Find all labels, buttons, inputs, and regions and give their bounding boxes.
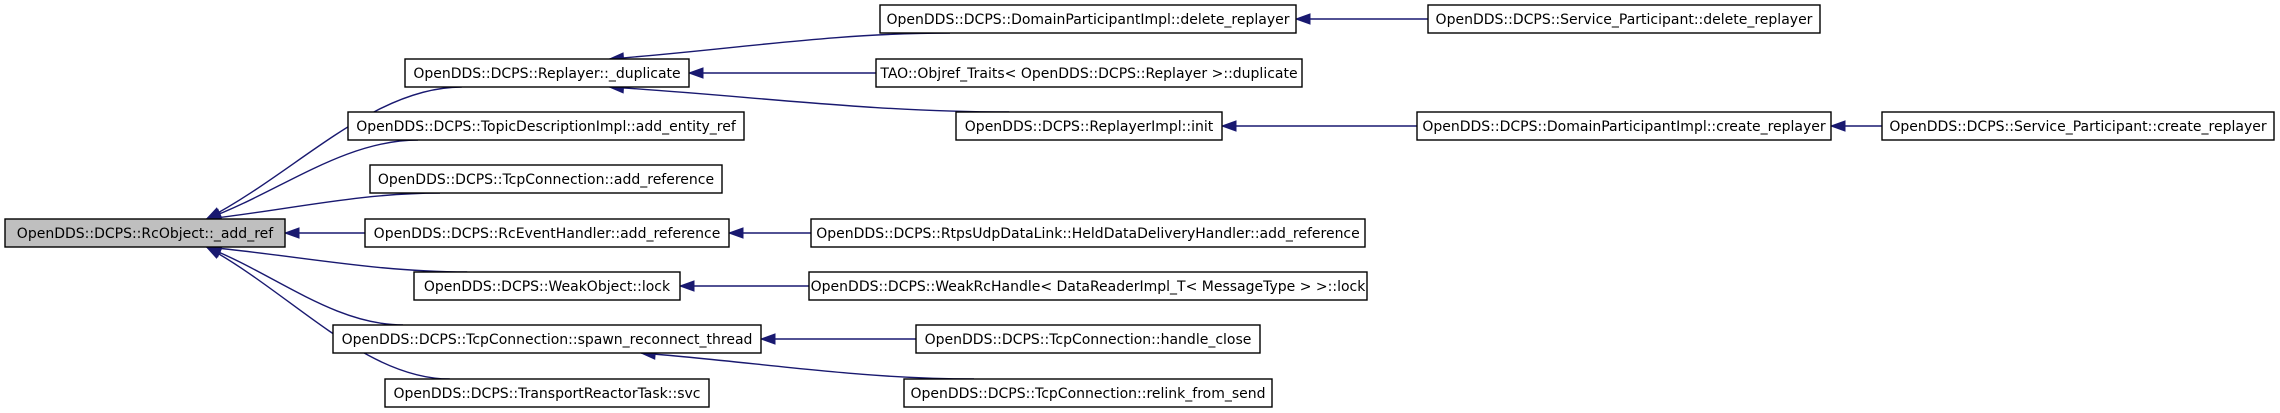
edge-n5-to-n0 — [206, 246, 468, 273]
node-label: OpenDDS::DCPS::WeakRcHandle< DataReaderI… — [811, 279, 1367, 295]
arrowhead-n17-to-n16 — [1829, 120, 1846, 132]
node-tcpconnection-spawn-reconnect-thread[interactable]: OpenDDS::DCPS::TcpConnection::spawn_reco… — [332, 324, 762, 354]
edge-n3-to-n0 — [206, 192, 441, 220]
node-label: OpenDDS::DCPS::RtpsUdpDataLink::HeldData… — [816, 226, 1360, 242]
node-label: OpenDDS::DCPS::RcEventHandler::add_refer… — [374, 226, 721, 242]
node-label: OpenDDS::DCPS::TransportReactorTask::svc — [393, 386, 700, 402]
node-label: OpenDDS::DCPS::TcpConnection::handle_clo… — [925, 332, 1252, 348]
edge-n6-to-n0 — [206, 246, 404, 326]
node-label: OpenDDS::DCPS::Service_Participant::crea… — [1889, 119, 2266, 135]
arrowhead-n9-to-n1 — [687, 67, 704, 79]
node-label: OpenDDS::DCPS::DomainParticipantImpl::de… — [886, 12, 1289, 28]
node-label: OpenDDS::DCPS::Service_Participant::dele… — [1436, 12, 1813, 28]
node-label: OpenDDS::DCPS::TcpConnection::add_refere… — [378, 172, 714, 188]
arrowhead-n13-to-n6 — [759, 333, 776, 345]
node-replayerimpl-init[interactable]: OpenDDS::DCPS::ReplayerImpl::init — [955, 111, 1223, 141]
edge-n14-to-n6 — [641, 352, 975, 380]
node-service-participant-create-replayer[interactable]: OpenDDS::DCPS::Service_Participant::crea… — [1881, 111, 2275, 141]
node-domainparticipantimpl-create-replayer[interactable]: OpenDDS::DCPS::DomainParticipantImpl::cr… — [1416, 111, 1832, 141]
node-replayer-duplicate[interactable]: OpenDDS::DCPS::Replayer::_duplicate — [404, 58, 690, 88]
node-label: OpenDDS::DCPS::RcObject::_add_ref — [17, 226, 274, 242]
node-weakrchandle-lock[interactable]: OpenDDS::DCPS::WeakRcHandle< DataReaderI… — [808, 271, 1368, 301]
node-label: OpenDDS::DCPS::TopicDescriptionImpl::add… — [356, 119, 737, 135]
arrowhead-n12-to-n5 — [678, 280, 695, 292]
edge-n7-to-n0 — [206, 246, 450, 380]
node-domainparticipantimpl-delete-replayer[interactable]: OpenDDS::DCPS::DomainParticipantImpl::de… — [879, 4, 1297, 34]
node-tcpconnection-handle-close[interactable]: OpenDDS::DCPS::TcpConnection::handle_clo… — [915, 324, 1261, 354]
node-tcpconnection-relink-from-send[interactable]: OpenDDS::DCPS::TcpConnection::relink_fro… — [903, 378, 1273, 408]
node-topicdescriptionimpl-add-entity-ref[interactable]: OpenDDS::DCPS::TopicDescriptionImpl::add… — [347, 111, 745, 141]
arrowhead-n16-to-n10 — [1220, 120, 1237, 132]
node-label: OpenDDS::DCPS::WeakObject::lock — [424, 279, 671, 295]
node-weakobject-lock[interactable]: OpenDDS::DCPS::WeakObject::lock — [413, 271, 681, 301]
node-tcpconnection-add-reference[interactable]: OpenDDS::DCPS::TcpConnection::add_refere… — [369, 164, 723, 194]
edge-n2-to-n0 — [206, 139, 419, 220]
node-label: OpenDDS::DCPS::ReplayerImpl::init — [965, 119, 1214, 135]
arrowhead-n4-to-n0 — [283, 227, 300, 239]
node-label: OpenDDS::DCPS::DomainParticipantImpl::cr… — [1422, 119, 1826, 135]
edge-n1-to-n0 — [206, 86, 462, 220]
node-rcobject-add-ref[interactable]: OpenDDS::DCPS::RcObject::_add_ref — [4, 218, 286, 248]
node-label: OpenDDS::DCPS::Replayer::_duplicate — [413, 66, 680, 82]
arrowhead-n15-to-n8 — [1294, 13, 1311, 25]
edges-layer — [205, 13, 1882, 380]
node-rceventhandler-add-reference[interactable]: OpenDDS::DCPS::RcEventHandler::add_refer… — [364, 218, 730, 248]
node-objref-traits-duplicate[interactable]: TAO::Objref_Traits< OpenDDS::DCPS::Repla… — [875, 58, 1303, 88]
arrowhead-n11-to-n4 — [727, 227, 744, 239]
node-label: OpenDDS::DCPS::TcpConnection::relink_fro… — [910, 386, 1265, 402]
edge-n8-to-n1 — [609, 32, 951, 60]
node-helddatadeliveryhandler-add-reference[interactable]: OpenDDS::DCPS::RtpsUdpDataLink::HeldData… — [810, 218, 1366, 248]
nodes-layer: OpenDDS::DCPS::RcObject::_add_ref OpenDD… — [4, 4, 2275, 408]
arrowhead-n7-to-n0 — [205, 246, 223, 259]
node-label: OpenDDS::DCPS::TcpConnection::spawn_reco… — [342, 332, 753, 348]
node-transportreactortask-svc[interactable]: OpenDDS::DCPS::TransportReactorTask::svc — [384, 378, 710, 408]
node-service-participant-delete-replayer[interactable]: OpenDDS::DCPS::Service_Participant::dele… — [1427, 4, 1821, 34]
node-label: TAO::Objref_Traits< OpenDDS::DCPS::Repla… — [879, 66, 1297, 82]
edge-n10-to-n1 — [609, 86, 1010, 113]
